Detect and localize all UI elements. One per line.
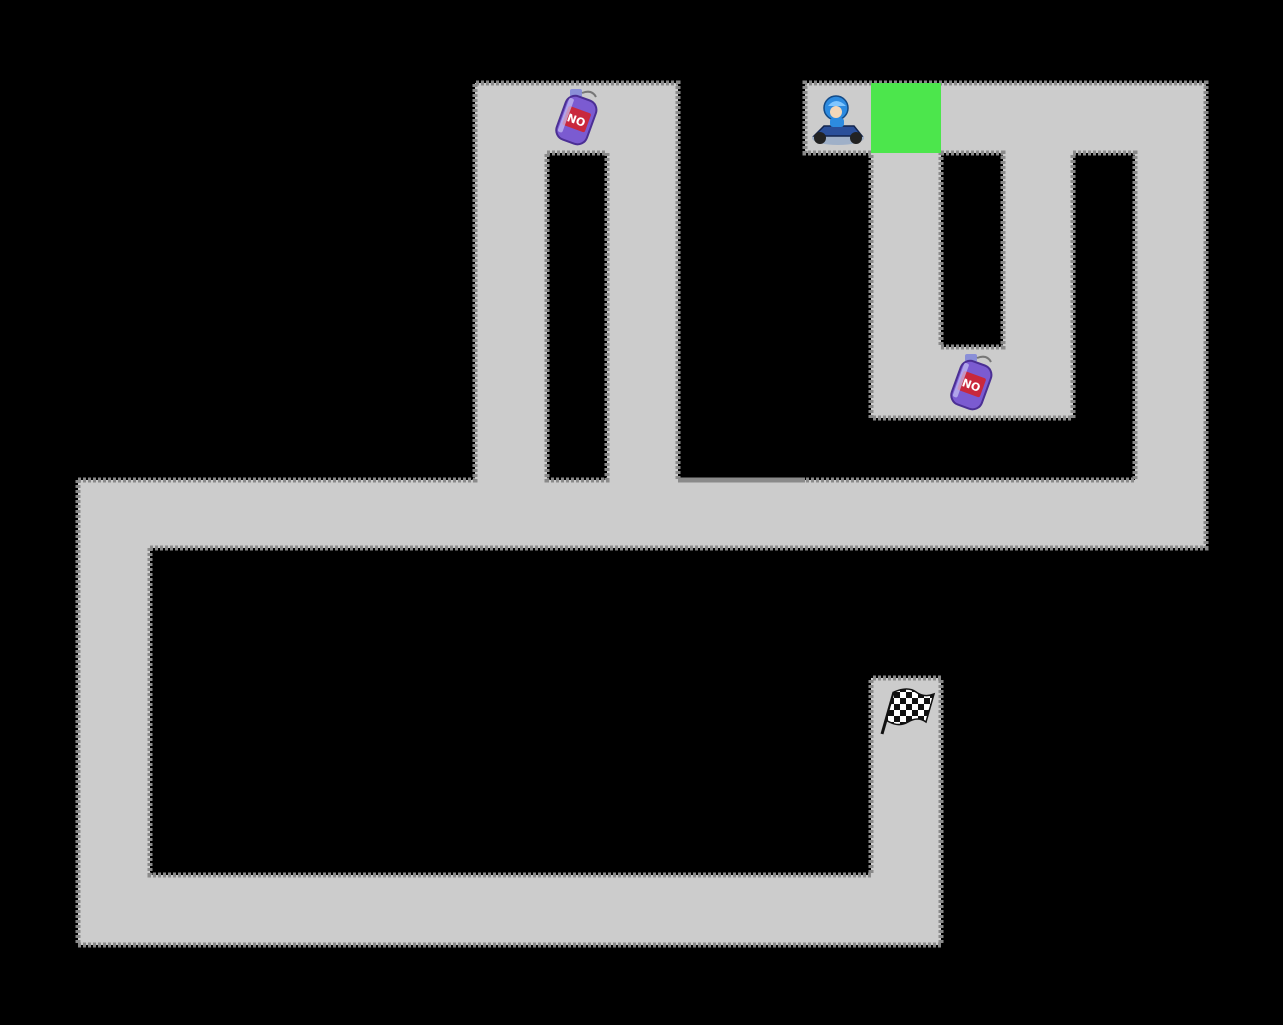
checkered-flag-icon	[880, 688, 936, 735]
track-surface	[78, 83, 1206, 945]
kart-racer-icon	[812, 95, 864, 145]
track-borders	[75, 80, 1209, 948]
nitro-item[interactable]: NO	[943, 352, 999, 414]
player-kart[interactable]	[808, 92, 866, 148]
finish-flag[interactable]	[876, 686, 936, 738]
nitro-bottle-icon: NO	[555, 89, 598, 146]
nitro-item[interactable]: NO	[548, 87, 604, 149]
nitro-label: NO	[960, 376, 982, 395]
nitro-label: NO	[565, 111, 587, 130]
highlighted-cell[interactable]	[871, 83, 941, 153]
nitro-bottle-icon: NO	[950, 354, 993, 411]
